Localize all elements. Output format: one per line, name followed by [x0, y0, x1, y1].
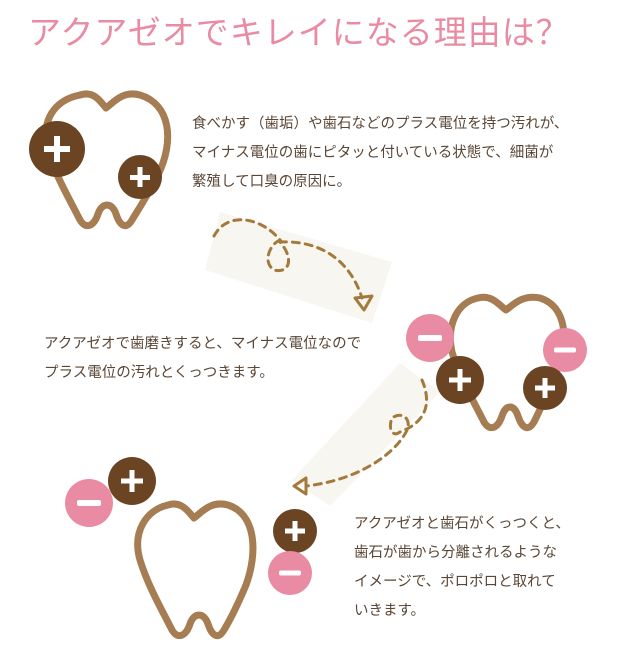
text-line: マイナス電位の歯にピタッと付いている状態で、細菌が: [192, 145, 554, 161]
arrow-band-2: [292, 363, 440, 506]
dashed-arrow-2: [304, 378, 429, 488]
tooth-icon-3: [134, 500, 257, 640]
minus-charge-icon: [543, 328, 587, 372]
page-title: アクアゼオでキレイになる理由は？: [28, 13, 570, 52]
plus-charge-icon: [273, 509, 317, 553]
text-line: アクアゼオと歯石がくっつくと、: [354, 516, 570, 532]
plus-charge-icon: [108, 457, 156, 505]
text-line: 繁殖して口臭の原因に。: [192, 174, 352, 190]
text-line: いきます。: [354, 603, 426, 619]
step-1-description: 食べかす（歯垢）や歯石などのプラス電位を持つ汚れが、 マイナス電位の歯にピタッと…: [192, 110, 568, 197]
minus-charge-icon: [65, 479, 113, 527]
text-line: プラス電位の汚れとくっつきます。: [44, 365, 274, 381]
text-line: 食べかす（歯垢）や歯石などのプラス電位を持つ汚れが、: [192, 116, 569, 132]
arrowhead-2: [292, 476, 308, 496]
arrowhead-1: [353, 294, 374, 312]
plus-charge-icon: [118, 155, 162, 199]
step-3-description: アクアゼオと歯石がくっつくと、 歯石が歯から分離されるような イメージで、ポロポ…: [354, 510, 570, 626]
step-2-description: アクアゼオで歯磨きすると、マイナス電位なので プラス電位の汚れとくっつきます。: [44, 330, 361, 388]
arrow-band-1: [205, 212, 392, 323]
dashed-arrow-1: [212, 218, 364, 300]
text-line: アクアゼオで歯磨きすると、マイナス電位なので: [44, 336, 362, 352]
plus-charge-icon: [29, 121, 85, 177]
plus-charge-icon: [436, 356, 484, 404]
minus-charge-icon: [406, 314, 454, 362]
text-line: イメージで、ポロポロと取れて: [354, 574, 556, 590]
minus-charge-icon: [268, 551, 312, 595]
plus-charge-icon: [523, 366, 567, 410]
text-line: 歯石が歯から分離されるような: [354, 545, 557, 561]
